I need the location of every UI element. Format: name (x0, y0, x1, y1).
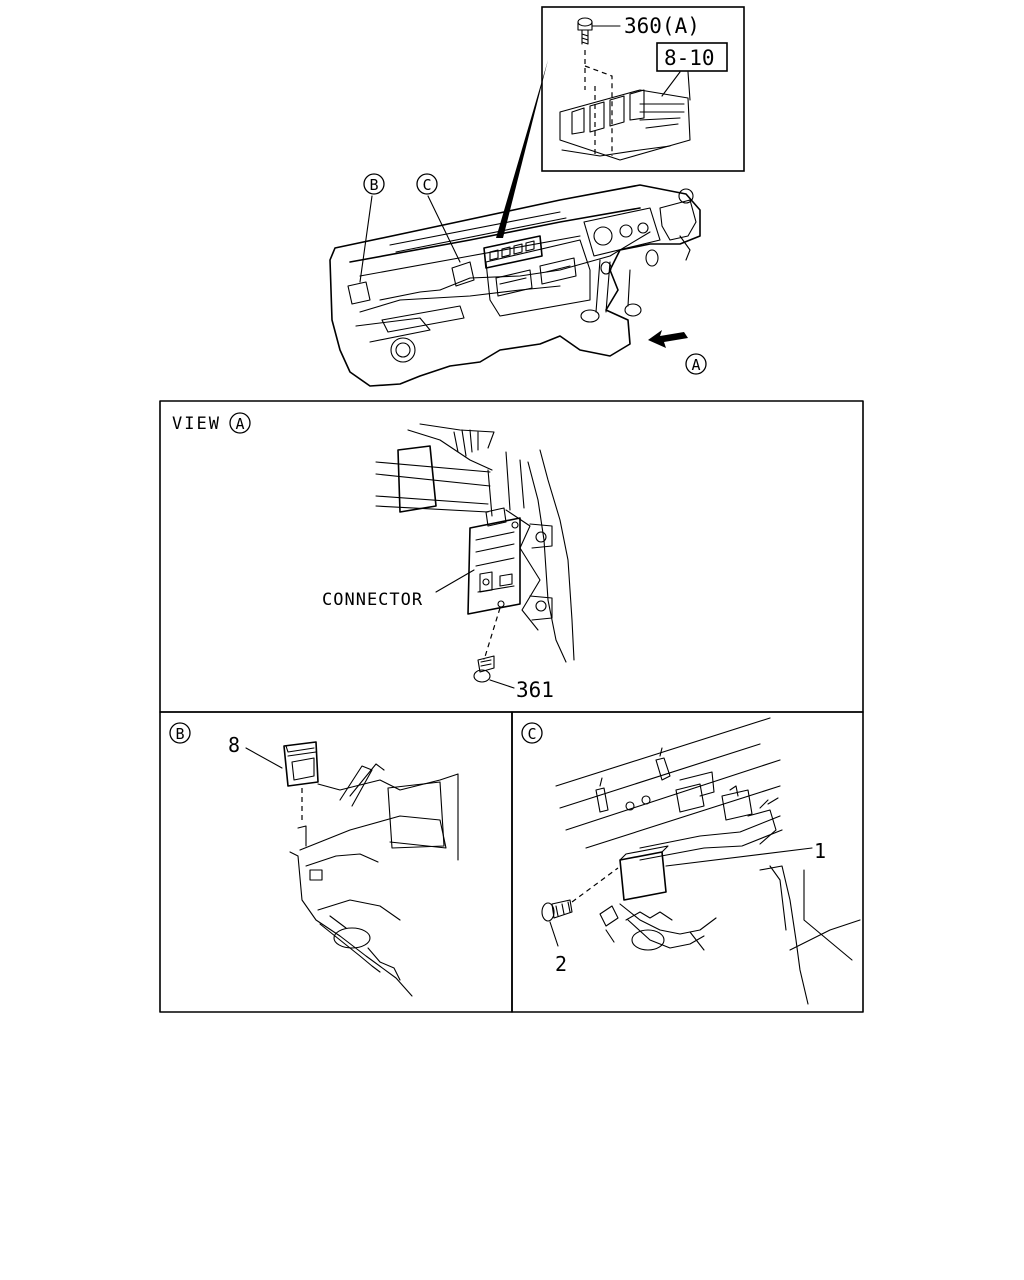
dashboard-body (329, 184, 701, 387)
component-c-overview (451, 261, 475, 287)
view-a-panel: VIEW A CONNECTOR (172, 412, 575, 702)
relay-8-icon (283, 741, 319, 787)
leader-c (427, 195, 461, 263)
bolt-361-dashed (483, 607, 501, 661)
svg-text:C: C (422, 176, 431, 194)
inset-ref-box (656, 42, 728, 72)
relay-1-leader (665, 847, 813, 867)
leader-b (359, 195, 373, 283)
view-a-arrow-icon (648, 330, 688, 348)
inset-leader-dashed (584, 50, 613, 156)
bolt-360a-icon (577, 17, 621, 45)
svg-text:B: B (369, 176, 378, 194)
bolt-361-leader (489, 679, 515, 689)
bolt-2-leader (549, 921, 559, 947)
marker-a: A (685, 353, 707, 375)
part-8-leader (245, 747, 283, 769)
svg-text:A: A (235, 415, 244, 433)
view-b-frame (159, 711, 513, 1013)
inset-part-label: 360(A) (624, 14, 700, 38)
view-c-frame (511, 711, 864, 1013)
inset-ref-label: 8-10 (664, 46, 715, 70)
connector-module (467, 507, 521, 615)
bolt-2-dashed (571, 867, 619, 903)
view-c-marker: C (521, 722, 543, 744)
view-a-title: VIEW (172, 414, 221, 434)
part-8-label: 8 (228, 733, 240, 757)
view-c-panel: C 1 (521, 717, 861, 1005)
connector-label: CONNECTOR (322, 590, 423, 610)
bolt-361-icon (473, 655, 495, 683)
inset-relay-block (559, 89, 691, 161)
connector-leader (435, 569, 475, 593)
inset-box (541, 6, 745, 172)
dashboard-overview: 360(A) 8-10 (329, 6, 745, 387)
marker-b: B (363, 173, 385, 195)
bolt-361-label: 361 (516, 678, 554, 702)
part-1-label: 1 (814, 839, 826, 863)
svg-text:C: C (527, 725, 536, 743)
bolt-2-icon (541, 899, 573, 922)
view-b-marker: B (169, 722, 191, 744)
svg-text:A: A (691, 356, 700, 374)
marker-c: C (416, 173, 438, 195)
inset-ref-leader (661, 71, 691, 101)
inset-pointer (496, 60, 548, 238)
view-a-marker: A (229, 412, 251, 434)
component-b-overview (347, 281, 371, 305)
fuse-block (483, 235, 543, 269)
part-2-label: 2 (555, 952, 567, 976)
relay-1-icon (619, 845, 669, 901)
view-a-frame (159, 400, 864, 713)
svg-text:B: B (175, 725, 184, 743)
view-b-panel: B 8 (169, 722, 459, 997)
